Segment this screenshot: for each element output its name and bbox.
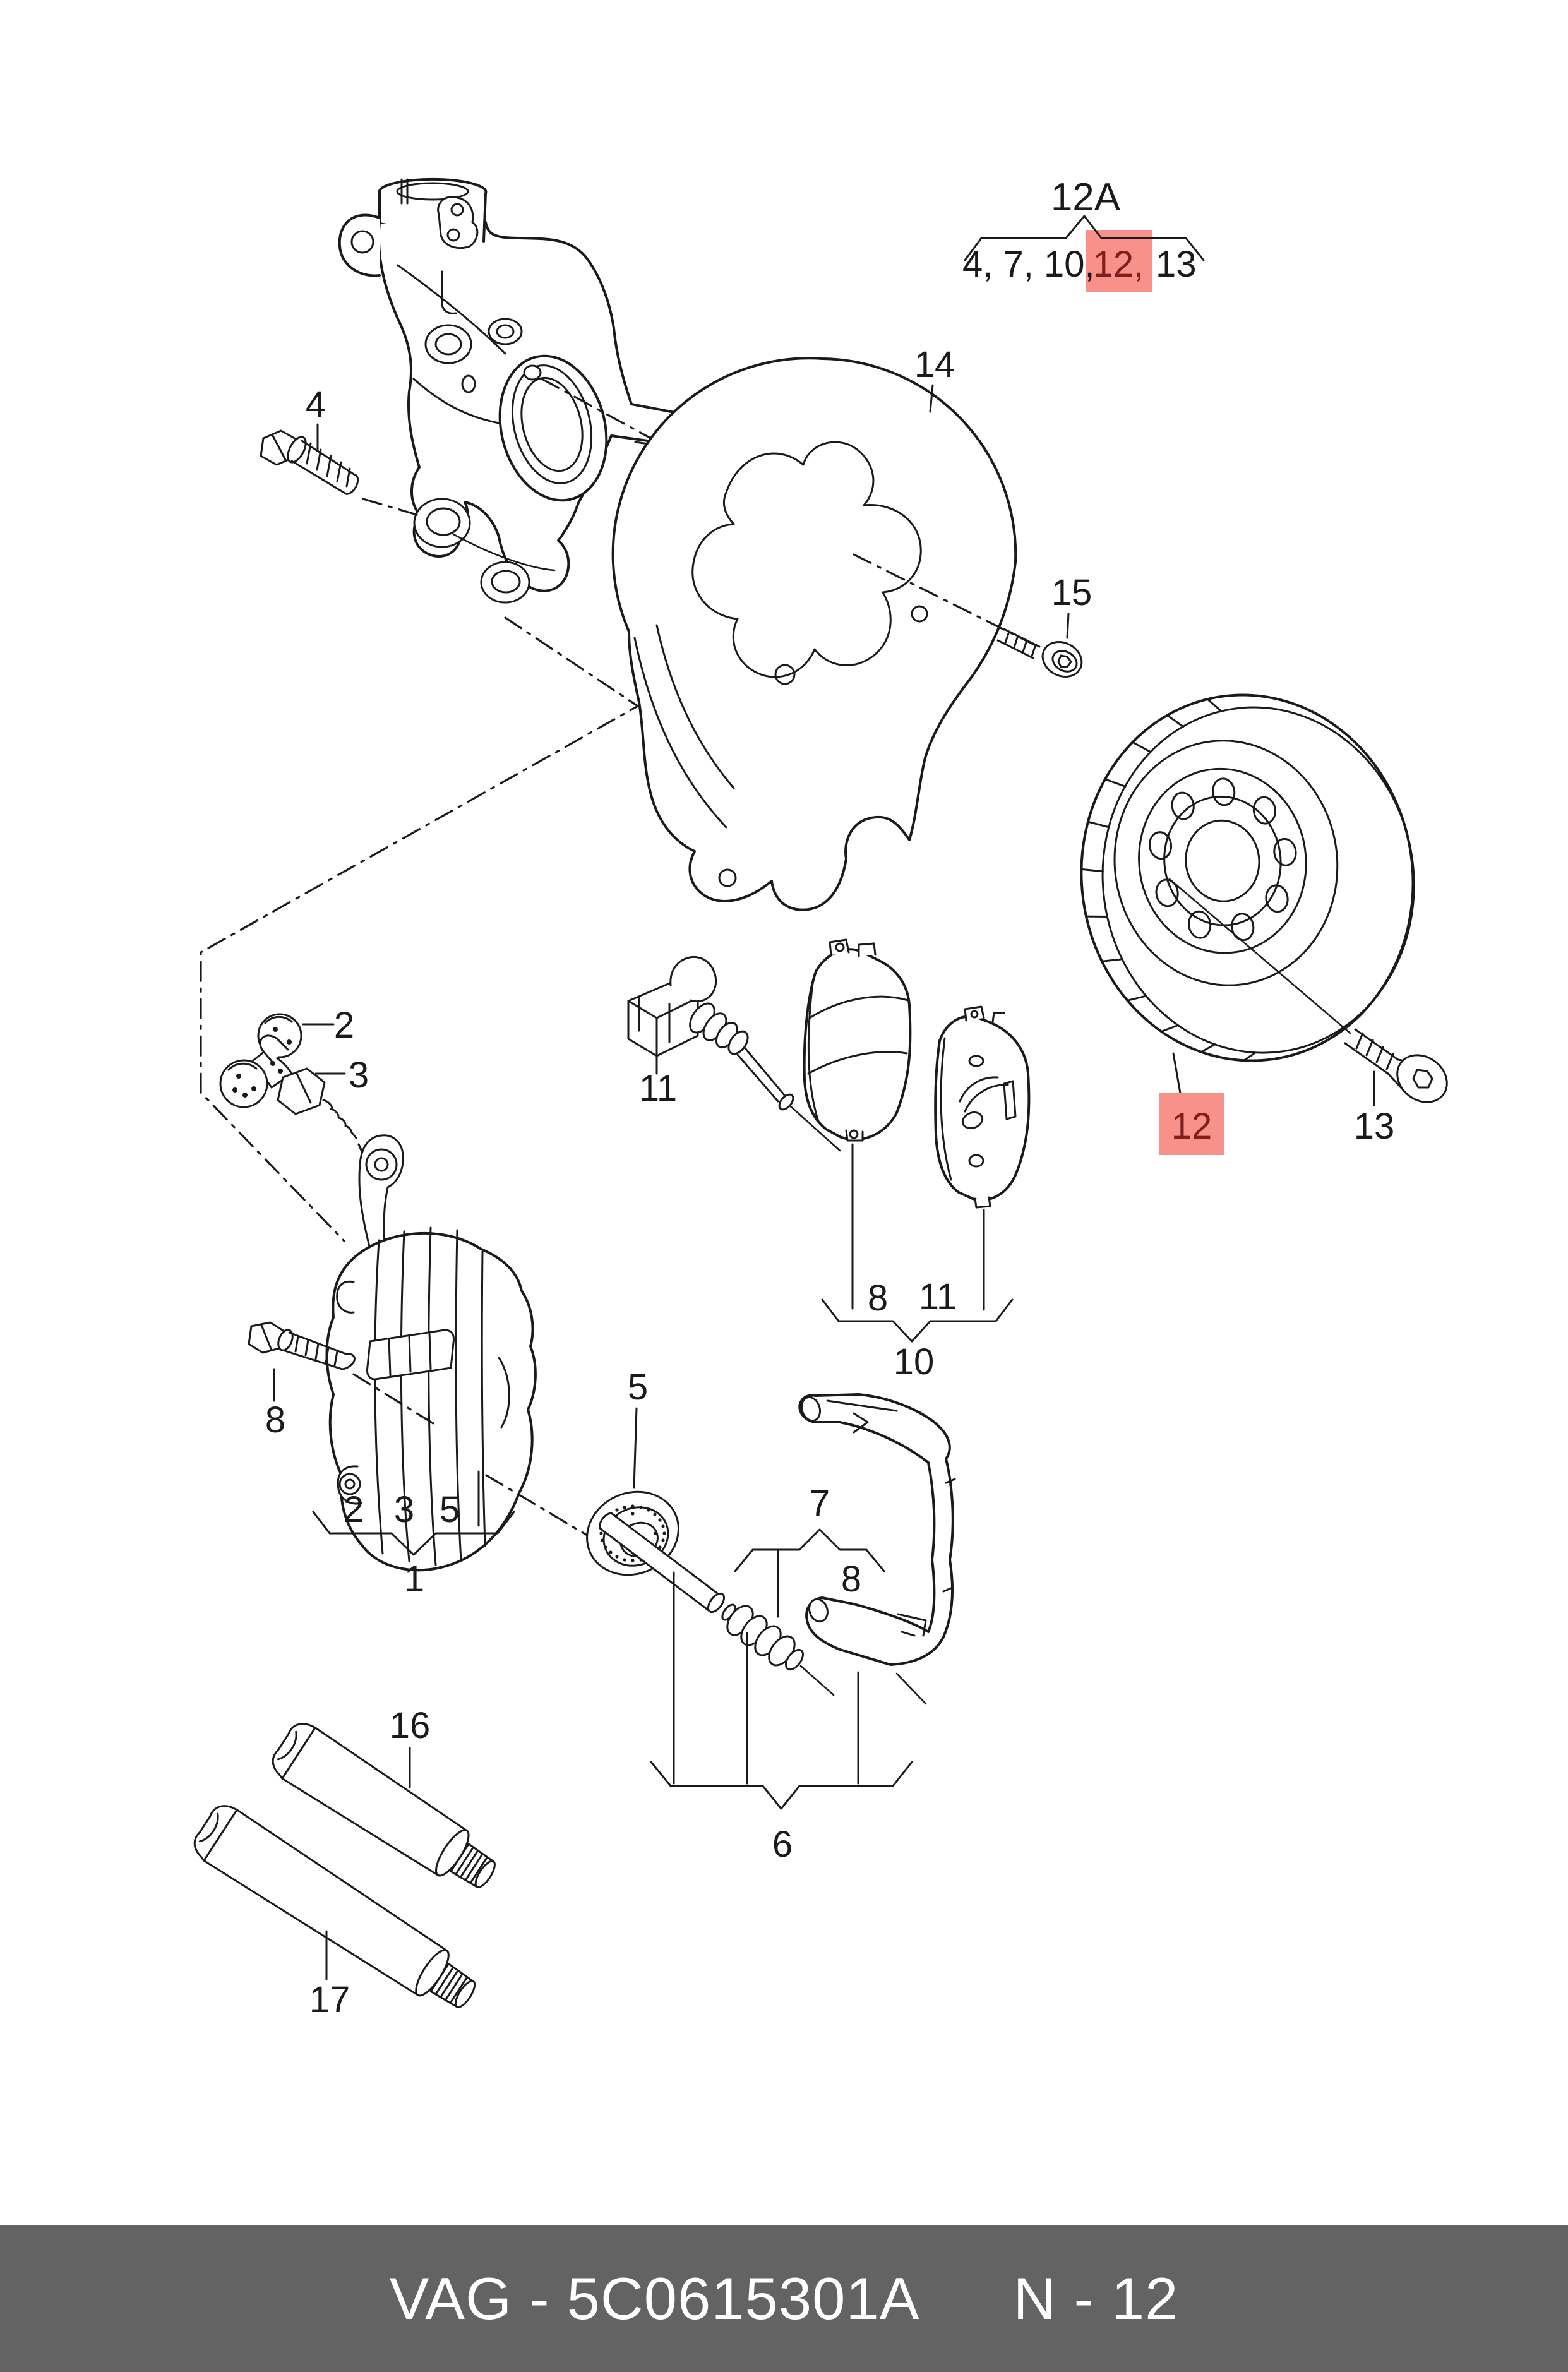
callout-3[interactable]: 3	[349, 1055, 369, 1096]
callout-3-group[interactable]: 3	[394, 1489, 414, 1530]
ref-group-bracket	[964, 215, 1205, 261]
bracket-pads-group	[821, 1298, 1014, 1343]
callout-6[interactable]: 6	[772, 1824, 793, 1865]
callout-16[interactable]: 16	[390, 1705, 431, 1746]
caliper-drawing	[325, 1134, 537, 1572]
exploded-view-canvas: 12A 4, 7, 10, 12, 13	[193, 176, 1448, 2020]
callout-10[interactable]: 10	[894, 1341, 935, 1382]
mount-kit-callouts: 6	[650, 1571, 913, 1865]
ref-list-prefix[interactable]: 4, 7, 10,	[962, 244, 1095, 285]
highlight-box-disc[interactable]	[1159, 1093, 1224, 1155]
pin-group-callouts: 7 8	[734, 1483, 885, 1618]
callout-5-boot[interactable]: 5	[628, 1367, 648, 1408]
footer-bar: VAG - 5C0615301A N - 12	[0, 2225, 1568, 2372]
leader-14	[929, 384, 934, 413]
ref-list-highlighted-item[interactable]: 12,	[1093, 244, 1144, 285]
highlight-chip[interactable]	[1086, 230, 1152, 292]
alignment-dash-line	[200, 616, 640, 1242]
callout-5-group[interactable]: 5	[440, 1489, 460, 1530]
knuckle-bolt-drawing	[260, 429, 418, 516]
grease-tube-upper-drawing	[272, 1723, 496, 1888]
hub-bolt-holes	[1148, 777, 1297, 942]
leader-5-boot	[633, 1407, 638, 1489]
wear-sensor-drawing	[627, 956, 841, 1152]
brake-pad-left-drawing	[803, 938, 912, 1142]
splash-shield-drawing	[611, 357, 1017, 911]
ref-list-suffix[interactable]: 13	[1156, 244, 1197, 285]
brake-pad-right-drawing	[934, 1005, 1031, 1209]
callout-8-bolt[interactable]: 8	[265, 1399, 285, 1441]
callout-1[interactable]: 1	[404, 1559, 424, 1600]
caliper-carrier-drawing	[798, 1393, 956, 1705]
callout-12[interactable]: 12	[1171, 1106, 1212, 1147]
callout-8-pad[interactable]: 8	[868, 1278, 888, 1319]
bracket-caliper-group	[312, 1511, 515, 1556]
guide-pin-drawing	[599, 1512, 835, 1696]
callout-11-sensor[interactable]: 11	[639, 1068, 677, 1109]
footer-catalog-code: VAG - 5C0615301A	[389, 2265, 920, 2332]
footer-page-code: N - 12	[1013, 2265, 1179, 2332]
callout-15[interactable]: 15	[1051, 572, 1092, 613]
bracket-pin-group	[734, 1528, 885, 1572]
reference-group-12A: 12A 4, 7, 10, 12, 13	[962, 176, 1205, 292]
shield-screw-drawing	[853, 553, 1083, 678]
callout-7[interactable]: 7	[810, 1483, 830, 1524]
leader-15	[1066, 613, 1070, 639]
brake-disc-drawing	[1080, 693, 1415, 1062]
callout-14[interactable]: 14	[914, 344, 955, 385]
caliper-group-callouts: 2 3 5 1	[312, 1470, 515, 1600]
bracket-mount-kit	[650, 1761, 913, 1810]
callout-11-pad[interactable]: 11	[919, 1276, 957, 1317]
callout-13[interactable]: 13	[1354, 1106, 1395, 1147]
callout-2-group[interactable]: 2	[344, 1489, 364, 1530]
disc-screw-drawing	[1168, 878, 1448, 1103]
caliper-bolt-drawing	[248, 1321, 434, 1425]
callout-2[interactable]: 2	[334, 1005, 354, 1046]
callout-8-pin[interactable]: 8	[841, 1559, 861, 1600]
callout-17[interactable]: 17	[309, 1979, 350, 2020]
ref-group-label[interactable]: 12A	[1051, 176, 1121, 219]
grease-tube-lower-drawing	[193, 1805, 476, 2008]
steering-knuckle-drawing	[338, 177, 703, 604]
callout-4[interactable]: 4	[306, 384, 326, 425]
dust-caps-drawing	[219, 1013, 302, 1108]
